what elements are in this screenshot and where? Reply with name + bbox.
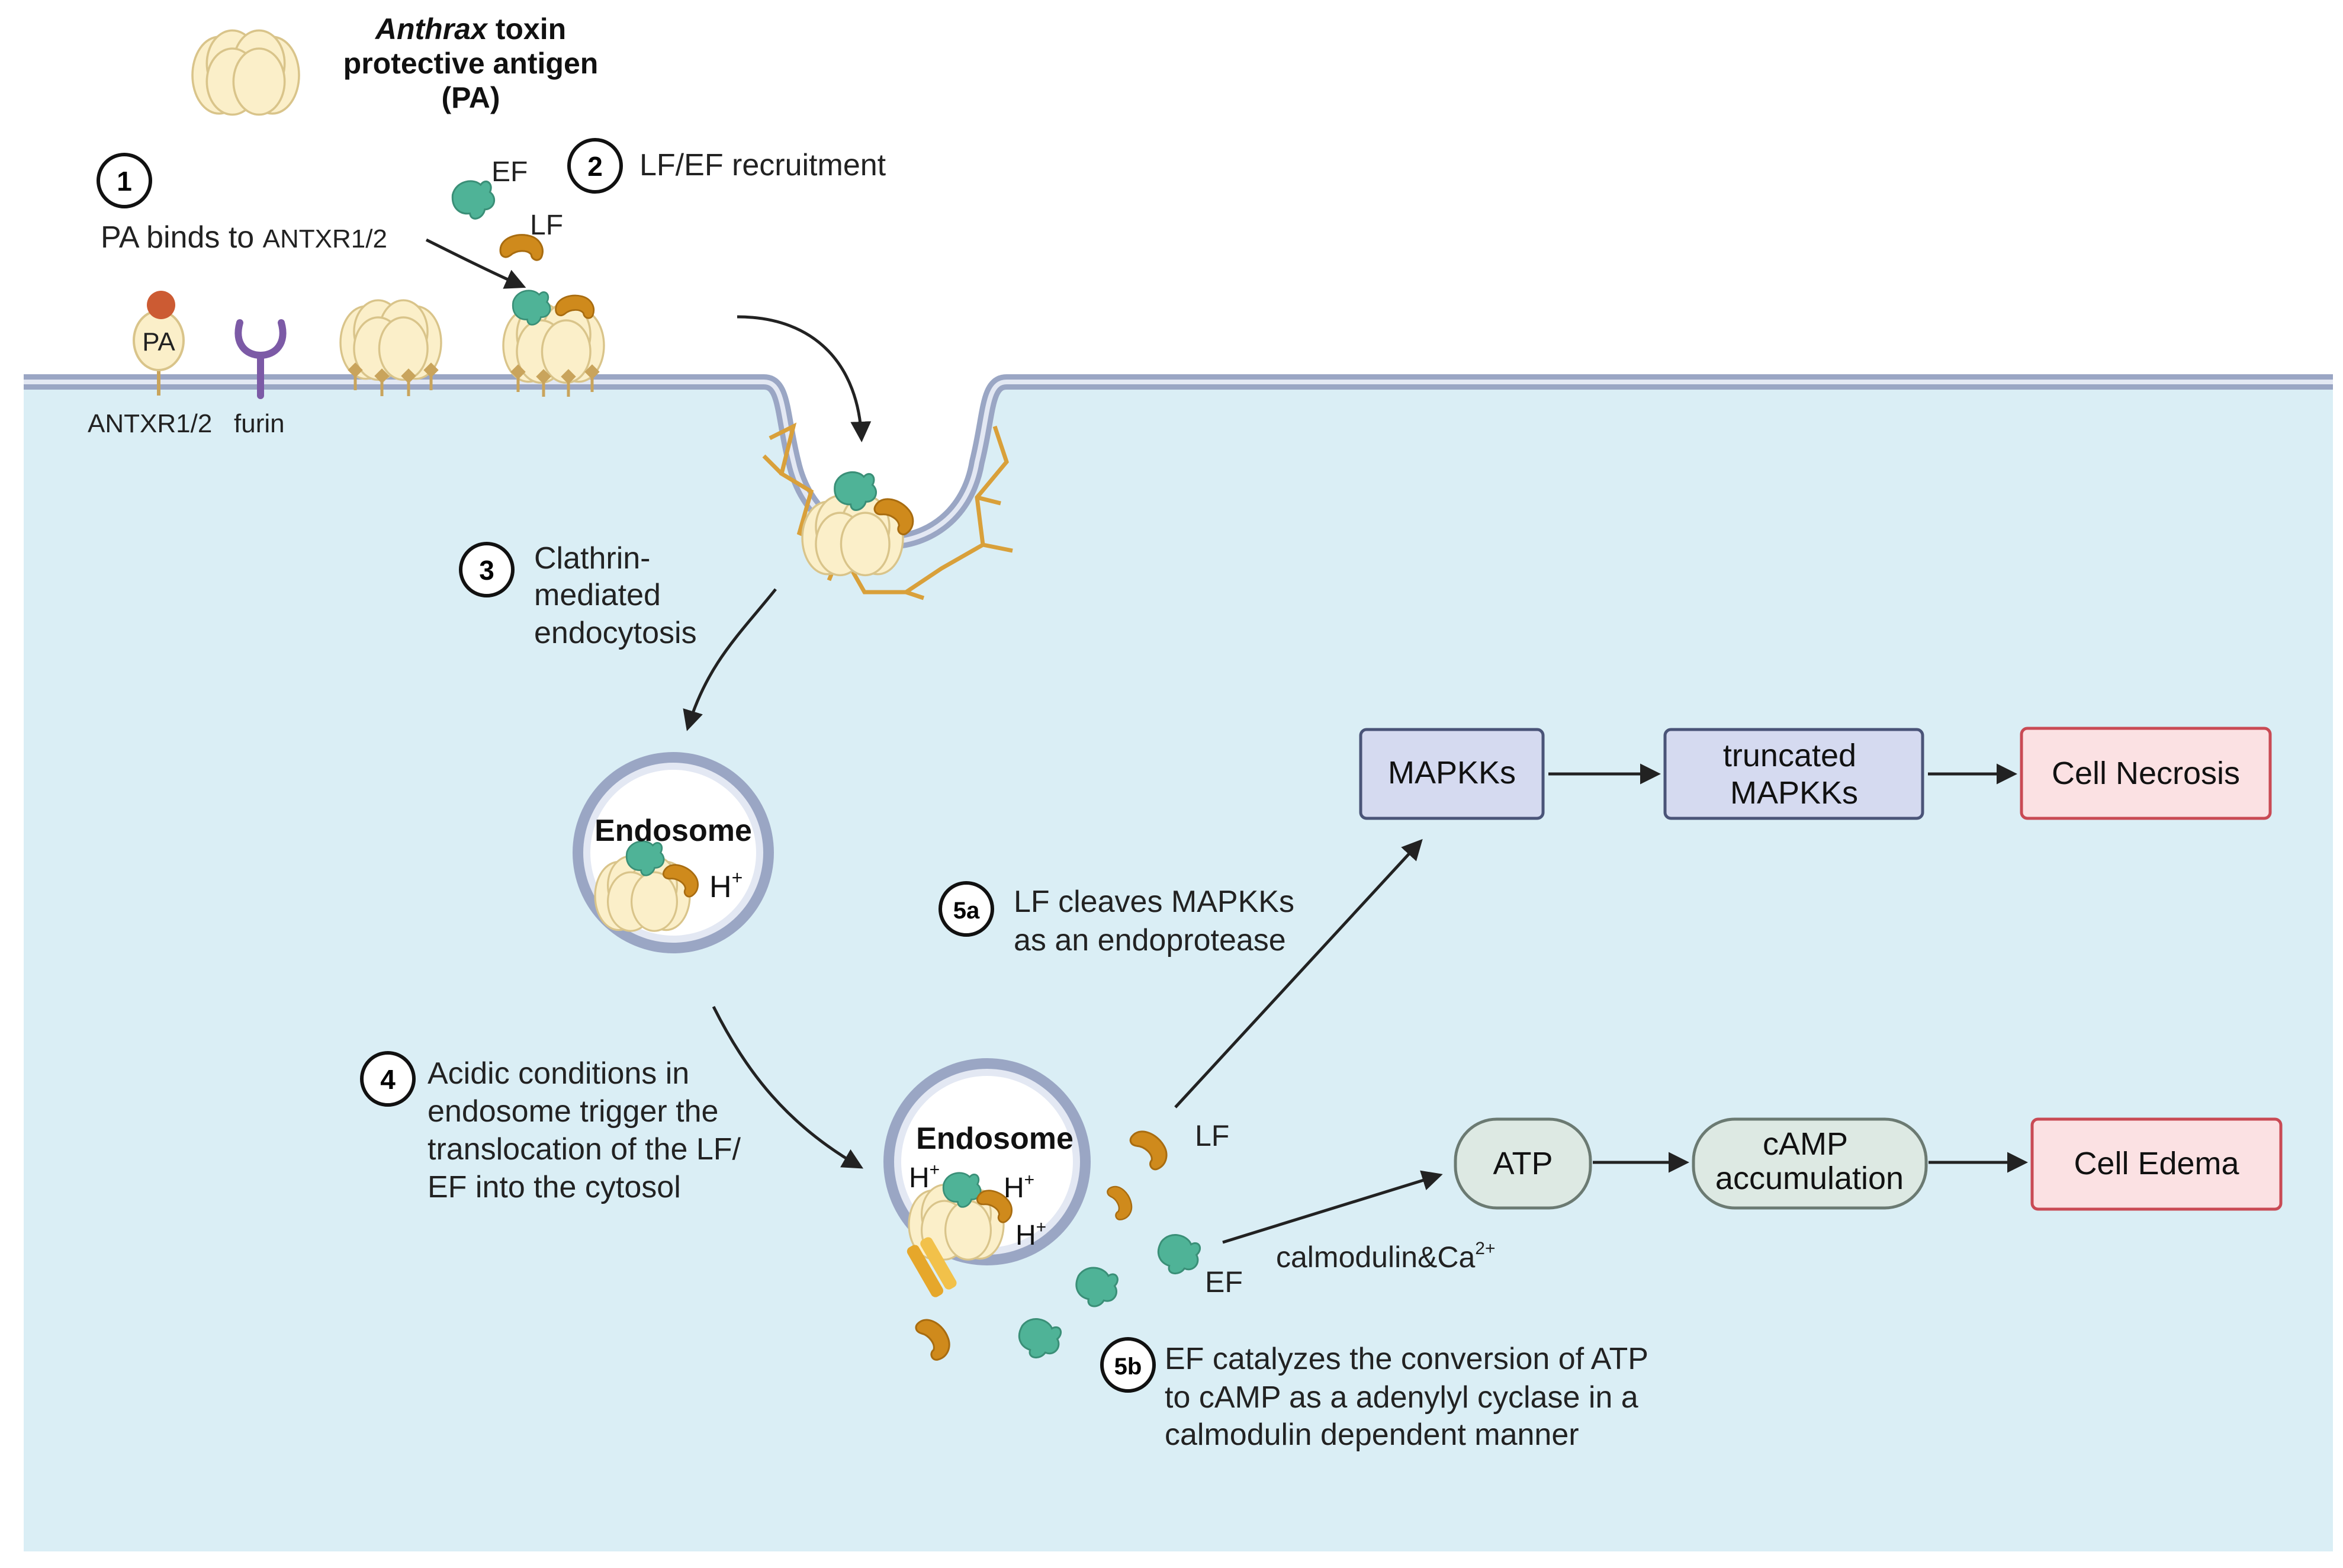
svg-text:5b: 5b — [1114, 1354, 1142, 1380]
step-5b-badge: 5b — [1100, 1337, 1156, 1393]
arrow-endocytosis-start — [737, 315, 872, 442]
ef-label-cytosol: EF — [1205, 1265, 1243, 1299]
furin-icon — [234, 319, 287, 399]
antxr-label: ANTXR1/2 — [88, 409, 212, 438]
step-1-badge: 1 — [97, 153, 152, 208]
ef-label-top: EF — [491, 156, 528, 188]
cytosol — [24, 382, 2333, 1551]
svg-text:Endosome: Endosome — [594, 814, 752, 848]
pa-heptamer-icon — [191, 29, 300, 116]
svg-text:2: 2 — [587, 151, 603, 182]
svg-text:3: 3 — [479, 555, 494, 586]
step-3-badge: 3 — [459, 542, 515, 597]
lf-label-top: LF — [530, 210, 563, 241]
svg-text:PA: PA — [142, 327, 175, 356]
calmodulin-label: calmodulin&Ca2+ — [1276, 1239, 1496, 1274]
step-5a-text: LF cleaves MAPKKs as an endoprotease — [1014, 885, 1303, 957]
furin-label: furin — [234, 409, 285, 438]
svg-text:cAMP accumulation: cAMP accumulation — [1715, 1126, 1904, 1196]
svg-text:MAPKKs: MAPKKs — [1388, 755, 1516, 791]
svg-text:H+: H+ — [1004, 1170, 1034, 1204]
svg-text:Endosome: Endosome — [916, 1122, 1074, 1156]
svg-text:Cell Necrosis: Cell Necrosis — [2052, 756, 2240, 791]
truncated-mapkks-box: truncated MAPKKs — [1663, 728, 1924, 820]
svg-text:truncated MAPKKs: truncated MAPKKs — [1723, 738, 1865, 811]
svg-text:H+: H+ — [909, 1160, 940, 1194]
svg-text:4: 4 — [380, 1064, 396, 1095]
svg-text:Cell Edema: Cell Edema — [2074, 1146, 2239, 1181]
step-3-text: Clathrin- mediated endocytosis — [534, 541, 697, 650]
endosome-2: Endosome H+ H+ H+ — [883, 1058, 1091, 1297]
pa-monomer: PA — [133, 291, 185, 396]
svg-text:H+: H+ — [1015, 1217, 1046, 1251]
arrow-lf-to-mapkk — [1174, 838, 1423, 1108]
atp-box: ATP — [1454, 1117, 1592, 1210]
cell-necrosis-box: Cell Necrosis — [2020, 727, 2272, 820]
arrow-to-endosome2 — [712, 1005, 864, 1169]
step-2-badge: 2 — [567, 138, 623, 194]
endosome-1: Endosome H+ — [573, 752, 774, 953]
svg-text:1: 1 — [117, 166, 132, 197]
ef-protein-top — [448, 175, 499, 224]
svg-text:H+: H+ — [709, 867, 743, 904]
arrow-to-endosome1 — [683, 588, 777, 731]
cell-edema-box: Cell Edema — [2030, 1117, 2283, 1211]
step-5b-text: EF catalyzes the conversion of ATP to cA… — [1165, 1342, 1656, 1452]
step-2-text: LF/EF recruitment — [639, 148, 886, 182]
pa-title-line3: (PA) — [441, 81, 500, 114]
step-5a-badge: 5a — [939, 881, 994, 937]
arrow-recruit — [425, 238, 526, 289]
camp-box: cAMP accumulation — [1692, 1117, 1928, 1210]
step-4-text: Acidic conditions in endosome trigger th… — [428, 1056, 749, 1204]
svg-text:5a: 5a — [953, 898, 980, 924]
svg-text:ATP: ATP — [1493, 1146, 1553, 1181]
step-4-badge: 4 — [360, 1051, 416, 1107]
pa-title: Anthrax toxin — [374, 12, 566, 46]
step-1-text: PA binds to ANTXR1/2 — [101, 220, 387, 255]
pa-title-line2: protective antigen — [343, 47, 599, 80]
arrow-ef-to-atp — [1222, 1170, 1443, 1244]
lf-label-cytosol: LF — [1195, 1119, 1229, 1152]
mapkks-box: MAPKKs — [1359, 728, 1545, 820]
